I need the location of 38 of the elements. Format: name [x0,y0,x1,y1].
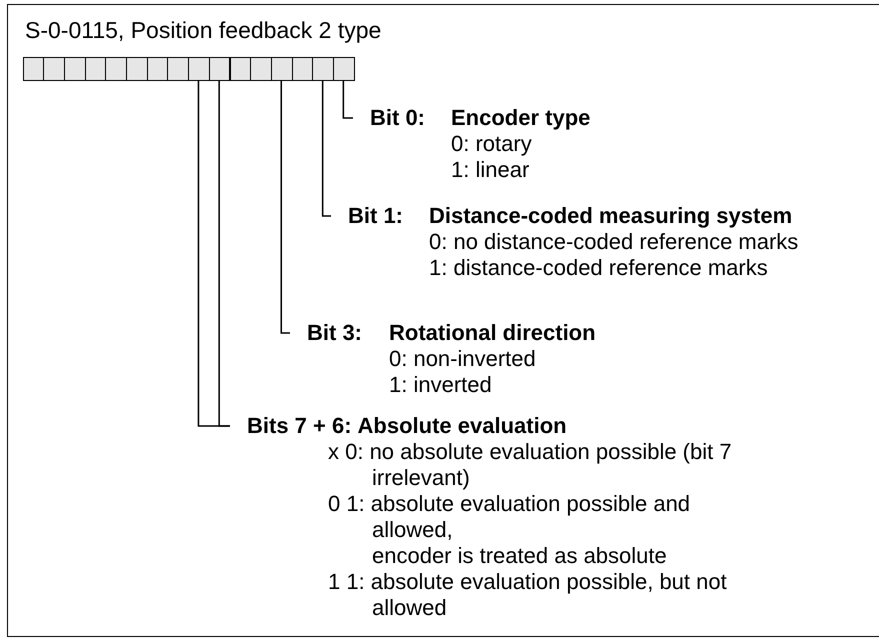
value-text: 1: linear [451,157,530,183]
bit-cell [22,57,44,81]
bit-cell [312,57,334,81]
bit-cell [84,57,106,81]
bit-cell [230,57,252,81]
bit-cell [188,57,210,81]
value-text: x 0: no absolute evaluation possible (bit 7 irrelevant) [328,439,733,491]
value-text: 1 1: absolute evaluation possible, but not allowed [328,569,728,621]
field-title: Absolute evaluation [358,413,567,439]
bit-cell [126,57,148,81]
bit-cell [105,57,127,81]
bit-number: Bit 3: [307,320,363,346]
value-text: 1: distance-coded reference marks [429,255,769,281]
bit-cell [167,57,190,81]
value-text: 0: no distance-coded reference marks [429,229,800,255]
bit-number: Bit 0: [370,105,426,131]
bit-cell [43,57,65,81]
value-text: 0: non-inverted [389,346,537,372]
leader-line [322,81,331,217]
bit-cell [292,57,314,81]
diagram-title: S-0-0115, Position feedback 2 type [25,16,382,44]
value-text: 0: rotary [451,131,533,157]
value-text: 1: inverted [389,372,493,398]
field-title: Encoder type [451,105,590,131]
bit-cell [250,57,272,81]
leader-line [342,81,353,119]
bit-cell [270,57,293,81]
leader-line [280,81,290,334]
bit-cell [333,57,355,81]
leader-line [218,81,230,427]
value-text: encoder is treated as absolute [371,543,668,569]
field-title: Rotational direction [389,320,596,346]
field-title: Distance-coded measuring system [429,203,792,229]
bit-number: Bit 1: [348,203,404,229]
bit-cell [146,57,168,81]
bit-number: Bits 7 + 6: [247,413,352,439]
bit-cell [64,57,86,81]
bit-cell [208,57,230,81]
